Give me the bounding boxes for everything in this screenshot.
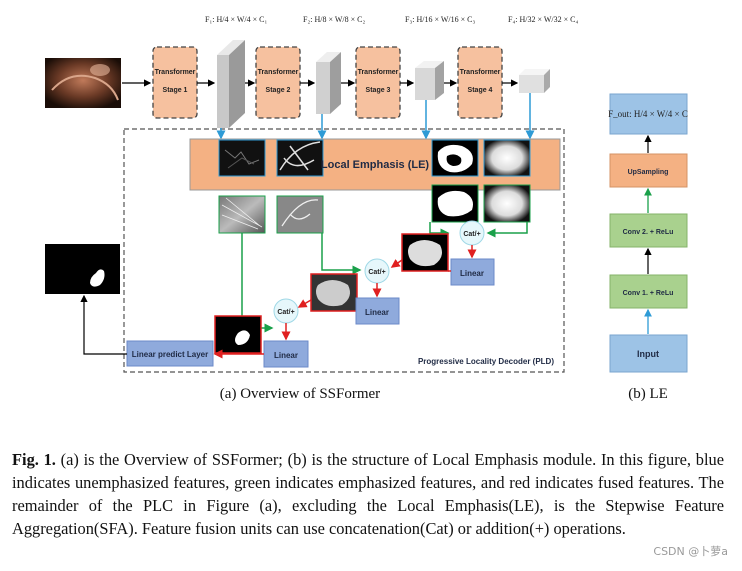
feature-map-3 [415, 61, 444, 100]
linear-box-2: Linear [355, 297, 400, 325]
svg-text:Input: Input [637, 349, 659, 359]
linear-box-1: Linear [450, 258, 495, 286]
subcaption-a: (a) Overview of SSFormer [220, 386, 380, 402]
svg-text:Stage 2: Stage 2 [266, 87, 291, 94]
svg-text:Transformer: Transformer [358, 69, 399, 76]
svg-text:UpSampling: UpSampling [628, 169, 669, 176]
ssformer-figure: Transformer Stage 1 Transformer Stage 2 … [45, 15, 688, 402]
subcaption-b: (b) LE [628, 386, 668, 402]
emphasized-images [218, 184, 531, 234]
feature-map-4 [519, 69, 550, 93]
le-upsampling-box: UpSampling [609, 153, 688, 188]
svg-text:F_out: H/4 × W/4 × C: F_out: H/4 × W/4 × C [608, 109, 688, 119]
le-feature-images [218, 139, 531, 177]
le-output-box: F_out: H/4 × W/4 × C [608, 93, 688, 135]
svg-text:Stage 3: Stage 3 [366, 87, 391, 94]
caption-label: Fig. 1. [12, 450, 56, 470]
le-label: Local Emphasis (LE) [321, 159, 430, 171]
pld-container [123, 128, 565, 373]
figure-caption: Fig. 1. (a) is the Overview of SSFormer;… [12, 448, 724, 540]
feature-label-2: F₂: H/8 × W/8 × C₂ [303, 15, 365, 24]
output-arrow [80, 294, 127, 355]
feature-map-2 [316, 52, 341, 114]
fusion-node-1: Cat/+ [459, 220, 485, 246]
svg-text:Conv 2. + ReLu: Conv 2. + ReLu [623, 229, 674, 236]
svg-text:Linear: Linear [274, 351, 298, 360]
transformer-stage-2: Transformer Stage 2 [255, 46, 301, 119]
le-input-box: Input [609, 334, 688, 373]
svg-text:Transformer: Transformer [155, 69, 196, 76]
svg-text:Linear: Linear [460, 269, 484, 278]
feature-labels: F₁: H/4 × W/4 × C₁ F₂: H/8 × W/8 × C₂ F₃… [205, 15, 578, 24]
svg-text:Transformer: Transformer [460, 69, 501, 76]
svg-text:Cat/+: Cat/+ [277, 309, 294, 316]
linear-predict-layer: Linear predict Layer [126, 340, 214, 367]
svg-text:Linear: Linear [365, 308, 389, 317]
red-arrows [213, 245, 477, 359]
feature-map-1 [217, 40, 245, 128]
fused-images [214, 233, 449, 354]
pld-label: Progressive Locality Decoder (PLD) [418, 357, 554, 366]
fusion-node-2: Cat/+ [364, 258, 390, 284]
transformer-stages: Transformer Stage 1 Transformer Stage 2 … [152, 46, 503, 119]
transformer-stage-1: Transformer Stage 1 [152, 46, 198, 119]
svg-text:Stage 4: Stage 4 [468, 87, 493, 94]
svg-text:Cat/+: Cat/+ [368, 269, 385, 276]
transformer-stage-4: Transformer Stage 4 [457, 46, 503, 119]
svg-text:Transformer: Transformer [258, 69, 299, 76]
input-image [45, 58, 121, 108]
transformer-stage-3: Transformer Stage 3 [355, 46, 401, 119]
watermark: CSDN @卜萝a [653, 545, 728, 558]
caption-text: (a) is the Overview of SSFormer; (b) is … [12, 450, 724, 539]
le-structure: F_out: H/4 × W/4 × C UpSampling Conv 2. … [608, 93, 688, 402]
le-conv2-box: Conv 2. + ReLu [609, 213, 688, 248]
feature-label-4: F₄: H/32 × W/32 × C₄ [508, 15, 578, 24]
svg-text:Cat/+: Cat/+ [463, 231, 480, 238]
svg-text:Stage 1: Stage 1 [163, 87, 188, 94]
svg-text:Linear predict Layer: Linear predict Layer [132, 350, 208, 359]
linear-box-3: Linear [263, 340, 309, 368]
svg-text:Conv 1. + ReLu: Conv 1. + ReLu [623, 290, 674, 297]
feature-label-1: F₁: H/4 × W/4 × C₁ [205, 15, 267, 24]
blue-arrows [216, 93, 535, 140]
fusion-node-3: Cat/+ [273, 298, 299, 324]
feature-label-3: F₃: H/16 × W/16 × C₃ [405, 15, 475, 24]
le-conv1-box: Conv 1. + ReLu [609, 274, 688, 309]
output-mask [45, 244, 120, 294]
